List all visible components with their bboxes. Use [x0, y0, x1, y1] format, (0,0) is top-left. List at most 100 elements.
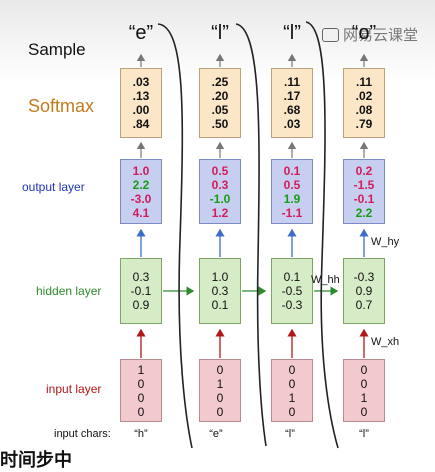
hidden-box: -0.3 0.9 0.7 — [343, 258, 385, 324]
softmax-value: .03 — [132, 75, 150, 89]
sample-char: “e” — [128, 22, 154, 44]
input-box: 1 0 0 0 — [120, 359, 162, 422]
output-to-softmax-arrows — [136, 141, 369, 158]
watermark-logo: 网易云课堂 — [322, 24, 418, 45]
input-value: 1 — [360, 390, 368, 405]
softmax-value: .03 — [283, 117, 301, 131]
hidden-value: 0.1 — [211, 298, 229, 312]
input-value: 0 — [360, 404, 368, 419]
softmax-value: .68 — [283, 103, 301, 117]
input-value: 1 — [288, 390, 296, 405]
hidden-value: -0.5 — [281, 284, 303, 298]
output-value: 0.5 — [283, 177, 301, 192]
output-value: 0.5 — [211, 163, 229, 178]
output-value: -3.0 — [130, 191, 152, 206]
hidden-to-output-arrows — [136, 228, 369, 257]
output-value: 2.2 — [132, 177, 150, 192]
softmax-value: .84 — [132, 117, 150, 131]
softmax-box: .03 .13 .00 .84 — [120, 68, 162, 138]
input-box: 0 0 1 0 — [343, 359, 385, 422]
output-value: 0.3 — [211, 177, 229, 192]
output-value: -1.0 — [209, 191, 231, 206]
hidden-value: 0.3 — [132, 270, 150, 284]
output-value: 1.9 — [283, 191, 301, 206]
softmax-box: .25 .20 .05 .50 — [199, 68, 241, 138]
output-value: 4.1 — [132, 205, 150, 220]
sample-char: “o” — [351, 22, 377, 44]
softmax-value: .50 — [211, 117, 229, 131]
sample-char: “l” — [211, 22, 229, 44]
input-to-hidden-arrows — [136, 328, 369, 358]
softmax-value: .25 — [211, 75, 229, 89]
input-box: 0 1 0 0 — [199, 359, 241, 422]
output-box: 1.0 2.2 -3.0 4.1 — [120, 159, 162, 224]
hidden-box: 1.0 0.3 0.1 — [199, 258, 241, 324]
input-value: 0 — [288, 404, 296, 419]
input-value: 0 — [360, 362, 368, 377]
output-value: 2.2 — [355, 205, 373, 220]
input-chars-label: input chars: — [54, 428, 111, 440]
input-value: 0 — [288, 362, 296, 377]
softmax-value: .20 — [211, 89, 229, 103]
watermark-text: 网易云课堂 — [343, 27, 419, 44]
input-value: 0 — [137, 404, 145, 419]
output-value: 1.0 — [132, 163, 150, 178]
input-value: 0 — [216, 362, 224, 377]
hidden-value: 0.1 — [283, 270, 301, 284]
output-box: 0.5 0.3 -1.0 1.2 — [199, 159, 241, 224]
input-value: 0 — [216, 390, 224, 405]
arrows-layer — [136, 21, 369, 449]
softmax-box: .11 .17 .68 .03 — [271, 68, 313, 138]
input-value: 1 — [137, 362, 145, 377]
input-value: 0 — [216, 404, 224, 419]
output-value: 0.1 — [283, 163, 301, 178]
w-xh-label: W_xh — [371, 336, 400, 348]
hidden-layer-label: hidden layer — [36, 284, 102, 298]
input-value: 0 — [137, 390, 145, 405]
sample-label: Sample — [28, 40, 86, 59]
input-char: “l” — [285, 428, 295, 440]
input-layer-label: input layer — [46, 382, 102, 396]
softmax-box: .11 .02 .08 .79 — [343, 68, 385, 138]
output-box: 0.2 -1.5 -0.1 2.2 — [343, 159, 385, 224]
softmax-value: .08 — [355, 103, 373, 117]
hidden-value: 0.9 — [355, 284, 373, 298]
feedback-loops — [157, 21, 339, 449]
softmax-value: .00 — [132, 103, 150, 117]
input-char: “l” — [359, 428, 369, 440]
softmax-value: .17 — [283, 89, 301, 103]
caption-text: 时间步中 — [0, 446, 76, 472]
output-layer-label: output layer — [22, 180, 85, 194]
output-value: -1.1 — [281, 205, 303, 220]
hidden-value: 0.3 — [211, 284, 229, 298]
softmax-value: .13 — [132, 89, 150, 103]
hidden-value: -0.3 — [281, 298, 303, 312]
input-char: “e” — [209, 428, 223, 440]
softmax-label: Softmax — [28, 96, 95, 116]
input-box: 0 0 1 0 — [271, 359, 313, 422]
w-hh-label: W_hh — [311, 274, 340, 286]
hidden-box: 0.3 -0.1 0.9 — [120, 258, 162, 324]
input-value: 0 — [288, 376, 296, 391]
input-value: 0 — [137, 376, 145, 391]
input-value: 1 — [216, 376, 224, 391]
output-box: 0.1 0.5 1.9 -1.1 — [271, 159, 313, 224]
output-value: -0.1 — [353, 191, 375, 206]
output-value: 0.2 — [355, 163, 373, 178]
softmax-value: .05 — [211, 103, 229, 117]
hidden-box: 0.1 -0.5 -0.3 — [271, 258, 313, 324]
hidden-value: -0.1 — [130, 284, 152, 298]
chat-bubble-icon — [322, 27, 339, 42]
sample-char: “l” — [283, 22, 301, 44]
input-value: 0 — [360, 376, 368, 391]
softmax-value: .11 — [283, 75, 301, 89]
hidden-value: 0.7 — [355, 298, 373, 312]
softmax-value: .79 — [355, 117, 373, 131]
w-hy-label: W_hy — [371, 236, 400, 248]
hidden-value: -0.3 — [353, 270, 375, 284]
input-char: “h” — [134, 428, 148, 440]
softmax-value: .02 — [355, 89, 373, 103]
output-value: -1.5 — [353, 177, 375, 192]
output-value: 1.2 — [211, 205, 229, 220]
